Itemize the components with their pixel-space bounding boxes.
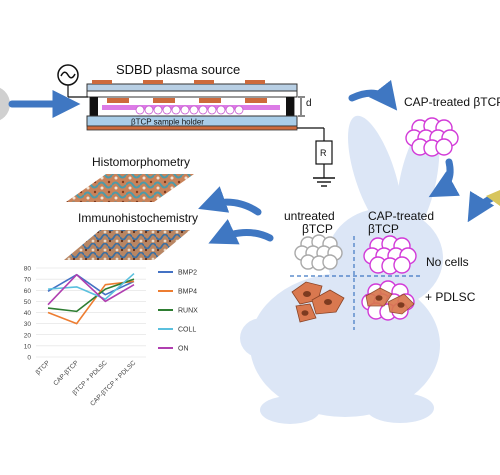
sdbd-device: SDBD plasma source βTCP sample holder [57, 62, 335, 187]
legend-label-on: ON [178, 346, 189, 353]
y-tick-label: 0 [27, 355, 31, 362]
arrow-to-histo [198, 186, 262, 216]
source-title: SDBD plasma source [116, 62, 240, 77]
untreated-label-line2: βTCP [302, 222, 333, 236]
y-tick-label: 30 [24, 321, 32, 328]
arrow-to-immuno [208, 219, 274, 245]
arrow-to-rabbit [428, 158, 460, 198]
right-edge-fragment [486, 190, 500, 206]
cells-on-untreated [291, 281, 345, 323]
left-edge-sample [0, 87, 10, 121]
legend-label-bmp2: BMP2 [178, 270, 197, 277]
cells-on-treated [361, 280, 415, 321]
legend-label-runx: RUNX [178, 308, 198, 315]
treated-label-line1: CAP-treated [368, 209, 434, 223]
top-electrodes [92, 80, 265, 84]
legend-label-bmp4: BMP4 [178, 289, 197, 296]
arrow-from-right [467, 190, 496, 223]
rabbit-silhouette [240, 115, 443, 424]
y-tick-label: 70 [24, 277, 32, 284]
treated-cluster-no-cells [363, 235, 417, 275]
ground-electrode [86, 125, 298, 131]
y-tick-label: 60 [24, 288, 32, 295]
immuno-tissue-image [64, 230, 190, 260]
cap-treated-title: CAP-treated βTCP [404, 95, 500, 109]
series-line-coll [47, 272, 135, 300]
gap-label: d [306, 98, 312, 109]
y-tick-label: 10 [24, 343, 32, 350]
series-line-on [47, 273, 135, 306]
arrow-to-treated [348, 79, 398, 111]
histo-tissue-image [66, 174, 194, 202]
y-tick-label: 40 [24, 310, 32, 317]
y-tick-label: 20 [24, 332, 32, 339]
resistor-label: R [320, 148, 327, 158]
treated-label-line2: βTCP [368, 222, 399, 236]
immuno-title: Immunohistochemistry [78, 211, 198, 225]
y-tick-label: 80 [24, 266, 32, 273]
histo-title: Histomorphometry [92, 155, 190, 169]
inner-electrodes [107, 98, 267, 103]
pdlsc-label: + PDLSC [425, 290, 476, 304]
series-line-runx [47, 278, 135, 313]
legend-label-coll: COLL [178, 327, 196, 334]
no-cells-label: No cells [426, 255, 469, 269]
treated-cluster-top [405, 117, 459, 157]
holder-label: βTCP sample holder [131, 118, 204, 127]
series-line-bmp4 [47, 280, 135, 325]
untreated-label-line1: untreated [284, 209, 335, 223]
y-tick-label: 50 [24, 299, 32, 306]
sample-beads [135, 105, 244, 115]
series-line-bmp2 [47, 273, 135, 296]
x-tick-label: CAP-βTCP [52, 359, 80, 387]
x-tick-label: βTCP [35, 359, 52, 376]
ground-icon [313, 177, 335, 187]
untreated-cluster [294, 234, 343, 271]
